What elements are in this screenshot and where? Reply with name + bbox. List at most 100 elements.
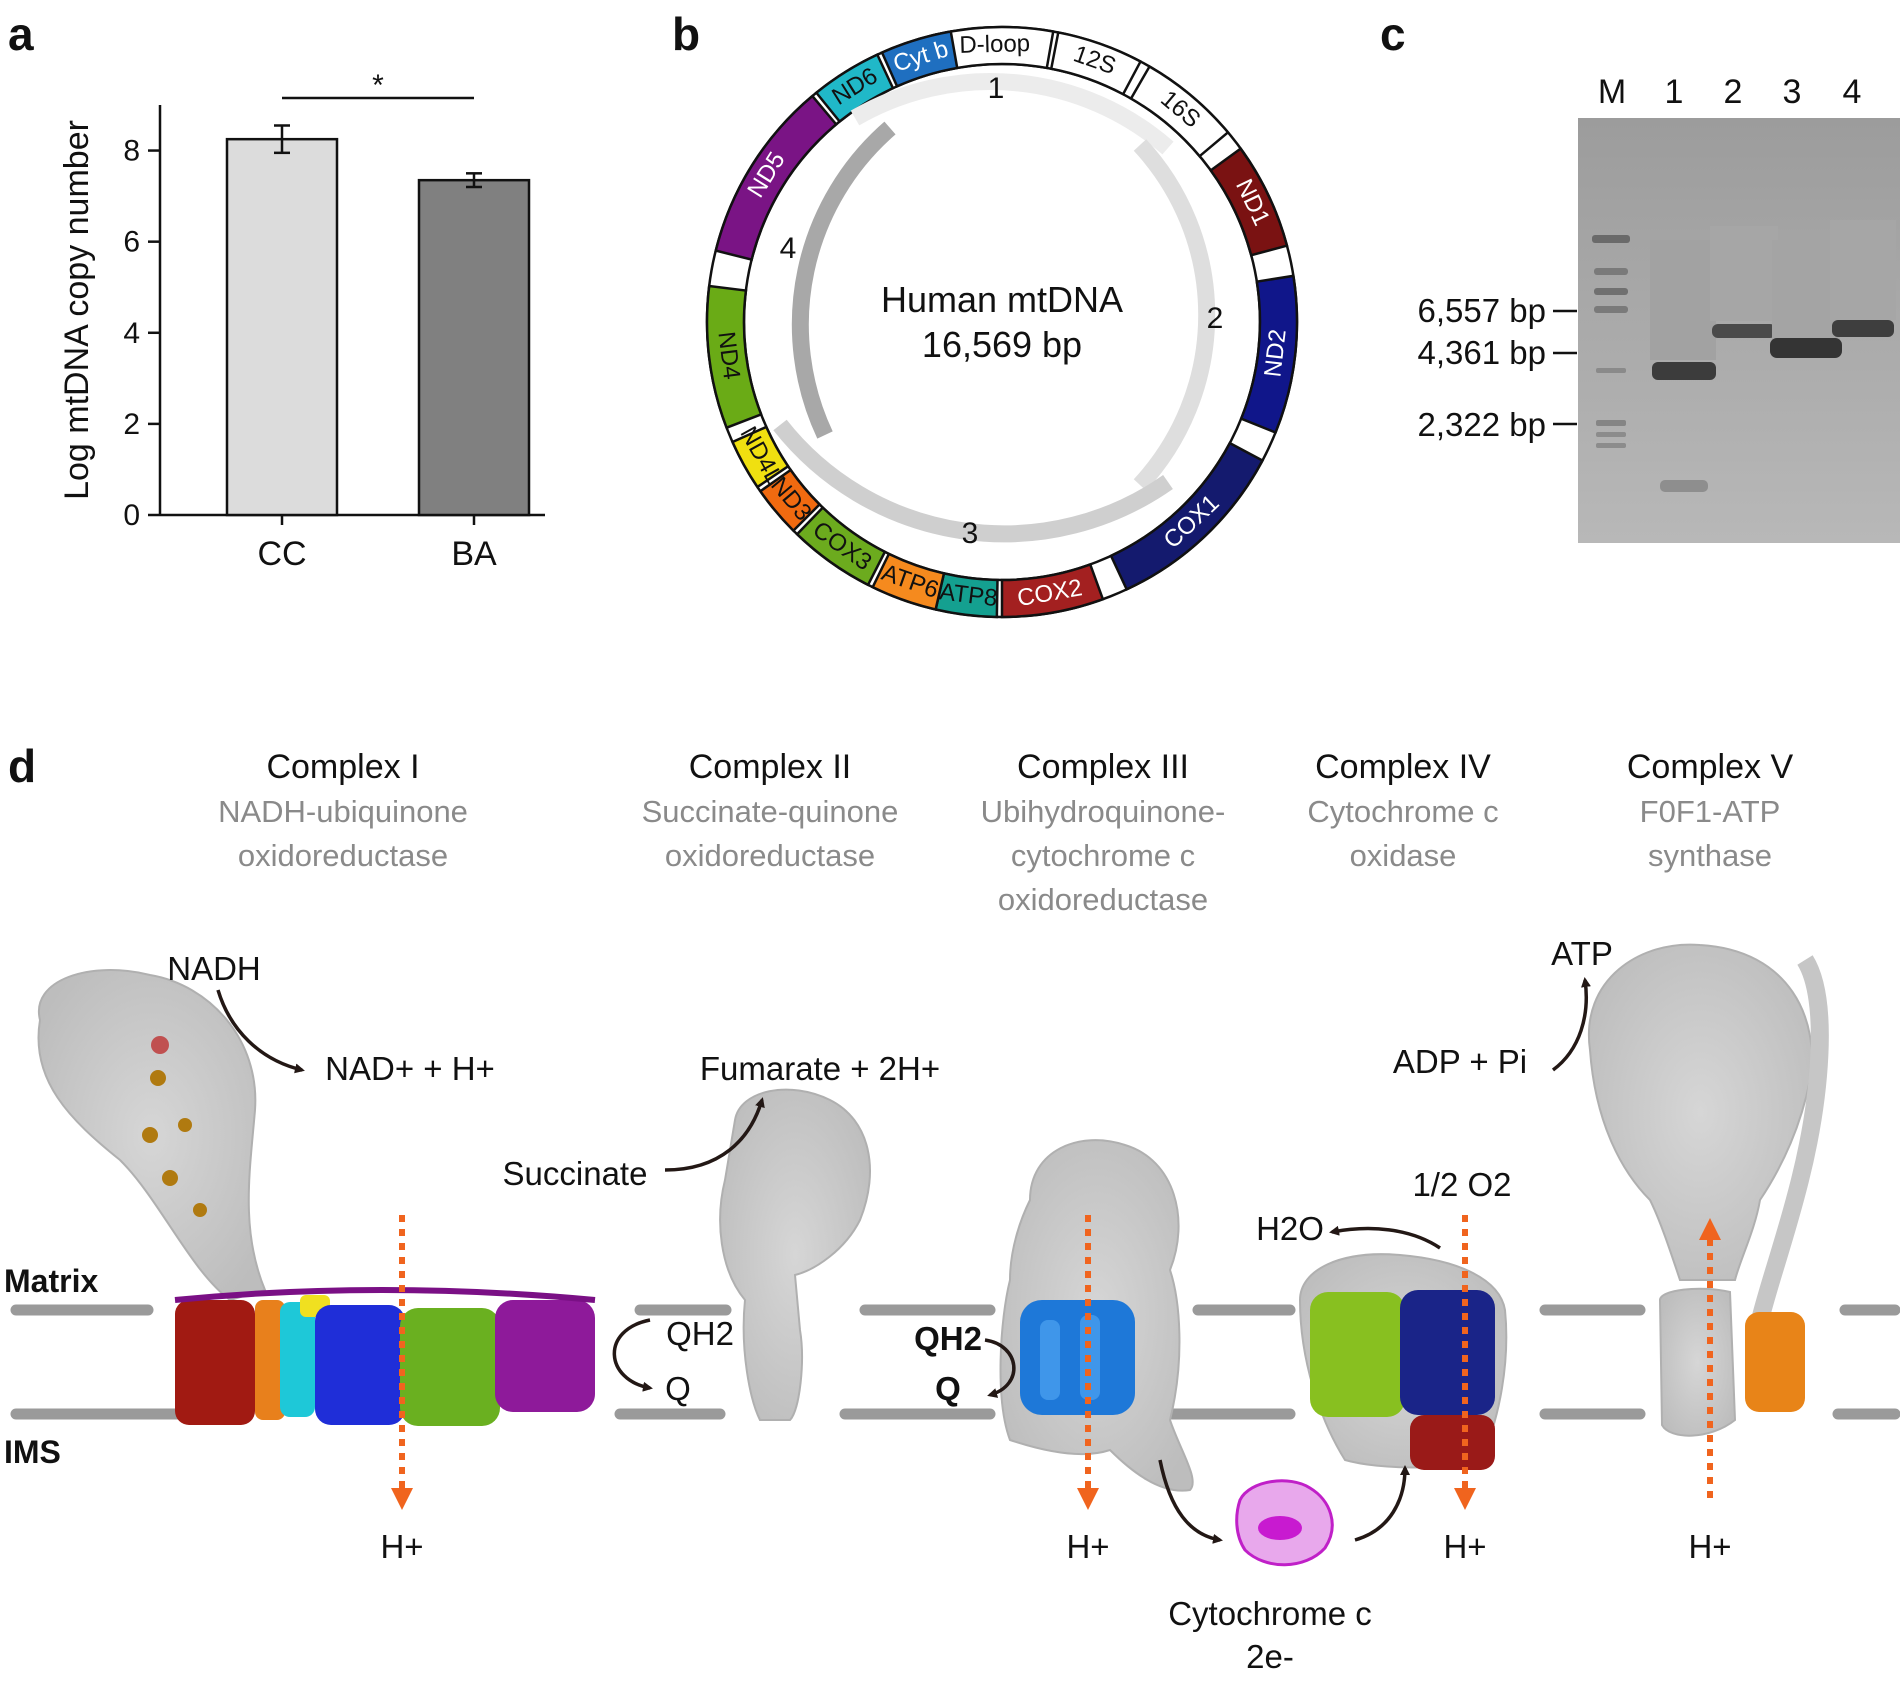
complex-3-desc: Ubihydroquinone- [981, 794, 1226, 829]
gene-segment-16s [1129, 64, 1230, 158]
gel-band-faint [1660, 480, 1708, 492]
y-axis-label: Log mtDNA copy number [58, 120, 96, 500]
lane-smear [1710, 226, 1778, 321]
ladder-band [1592, 235, 1630, 243]
label-cytochrome-c: Cytochrome c [1168, 1595, 1372, 1632]
reaction-labels: NADH NAD+ + H+ Succinate Fumarate + 2H+ … [167, 935, 1731, 1675]
lane-smear [1772, 240, 1840, 340]
complex-1-structure [37, 969, 596, 1426]
complex-2-desc: oxidoreductase [665, 838, 875, 873]
panel-label-b: b [672, 8, 700, 60]
fragment-arc-1 [850, 73, 1174, 155]
gene-segment-cox1 [1109, 441, 1265, 592]
ladder-band [1594, 288, 1628, 295]
marker-label-4361: 4,361 bp [1418, 334, 1546, 371]
mtdna-size: 16,569 bp [922, 324, 1082, 365]
proton-arrowheads [391, 1218, 1721, 1510]
label-succinate: Succinate [503, 1155, 648, 1192]
x-tick-label: BA [451, 535, 497, 573]
gene-segment-cox3 [795, 505, 887, 587]
ims-label: IMS [4, 1434, 61, 1470]
gene-segment-nd6 [814, 52, 895, 124]
complex-3-structure [999, 1139, 1194, 1492]
gene-label-d-loop: D-loop [959, 30, 1030, 59]
matrix-label: Matrix [4, 1263, 98, 1299]
marker-label-2322: 2,322 bp [1418, 406, 1546, 443]
fragment-label-1: 1 [988, 72, 1005, 105]
bar-ba [417, 178, 531, 517]
lane-label-m: M [1598, 73, 1626, 111]
mtdna-title: Human mtDNA [881, 279, 1123, 320]
ladder-band [1596, 420, 1626, 426]
ring-inner-border [742, 62, 1262, 582]
complex-1-desc: oxidoreductase [238, 838, 448, 873]
gene-segment-nd1 [1208, 146, 1289, 257]
fragment-label-4: 4 [780, 232, 797, 265]
fragment-label-3: 3 [962, 517, 979, 550]
fragment-label-2: 2 [1207, 302, 1224, 335]
y-tick-label: 6 [123, 226, 140, 259]
label-h-1: H+ [380, 1528, 423, 1565]
y-tick-label: 4 [123, 317, 140, 350]
complex-1-desc: NADH-ubiquinone [218, 794, 468, 829]
complex-2-desc: Succinate-quinone [642, 794, 899, 829]
ladder-band [1594, 268, 1628, 275]
fragment-arc-4 [791, 121, 896, 439]
label-q-ii: Q [665, 1370, 691, 1407]
gene-segment-cox2 [1000, 562, 1105, 619]
gene-label-nd4: ND4 [712, 330, 745, 381]
ladder-band [1596, 368, 1626, 373]
bar-cc [225, 137, 339, 517]
ladder-band [1596, 443, 1626, 448]
label-q-iii: Q [935, 1370, 961, 1407]
lane-label-3: 3 [1783, 73, 1802, 111]
complex-5-name: Complex V [1627, 748, 1794, 786]
label-h-5: H+ [1688, 1528, 1731, 1565]
complex-2-name: Complex II [689, 748, 852, 786]
y-tick-label: 0 [123, 499, 140, 532]
gene-segment-nd2 [1239, 274, 1299, 435]
complex-4-desc: oxidase [1350, 838, 1457, 873]
marker-label-6557: 6,557 bp [1418, 292, 1546, 329]
complex-4-structure [1298, 1253, 1508, 1470]
complex-5-structure [1587, 943, 1829, 1437]
ladder-band [1596, 432, 1626, 437]
y-tick-label: 8 [123, 135, 140, 168]
bars [225, 124, 531, 517]
label-electrons: 2e- [1246, 1638, 1294, 1675]
label-qh2-iii: QH2 [914, 1320, 982, 1357]
gel-band-4 [1832, 320, 1894, 337]
panel-label-a: a [8, 8, 34, 60]
x-ticks: CC BA [257, 515, 497, 573]
complex-4-name: Complex IV [1315, 748, 1491, 786]
x-tick-label: CC [257, 535, 306, 573]
gene-label-nd2: ND2 [1259, 328, 1291, 379]
gene-segment-nd4l [730, 425, 790, 489]
gel-band-1 [1652, 362, 1716, 380]
lane-smear [1830, 220, 1896, 320]
label-atp: ATP [1551, 935, 1613, 972]
gene-segment-cyt-b [880, 30, 959, 88]
complex-3-desc: oxidoreductase [998, 882, 1208, 917]
proton-arrows [399, 1215, 1713, 1498]
panel-label-c: c [1380, 8, 1406, 60]
fragment-arc-2 [1133, 139, 1216, 491]
gene-segment-nd4 [705, 284, 763, 430]
gene-segment-d-loop [934, 25, 1055, 73]
lane-smear [1650, 240, 1716, 360]
label-nadh: NADH [167, 950, 261, 987]
cytochrome-c-structure [1235, 1479, 1334, 1567]
label-adp: ADP + Pi [1393, 1043, 1527, 1080]
label-qh2-ii: QH2 [666, 1315, 734, 1352]
label-h2o: H2O [1256, 1210, 1324, 1247]
lane-label-1: 1 [1665, 73, 1684, 111]
fragment-arc-3 [773, 419, 1173, 543]
gene-segment-atp6 [871, 552, 946, 611]
panel-label-d: d [8, 740, 36, 792]
complex-3-name: Complex III [1017, 748, 1189, 786]
